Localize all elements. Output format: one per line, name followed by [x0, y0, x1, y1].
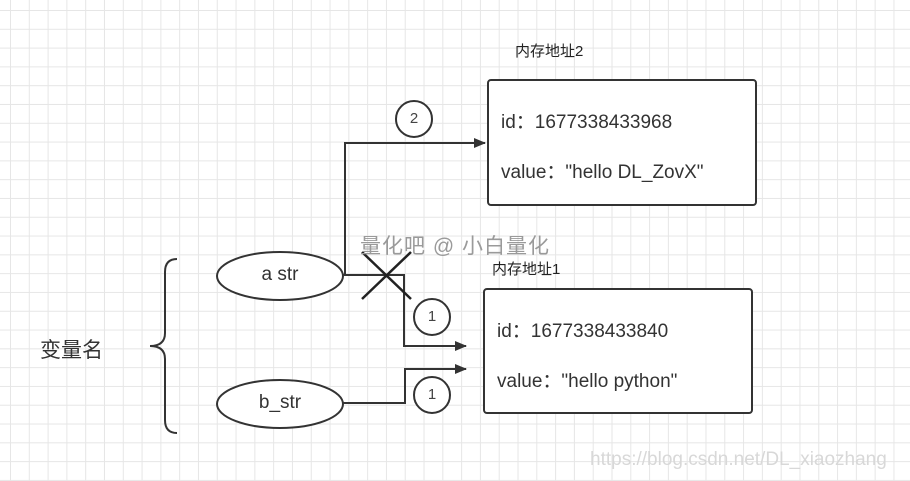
arrow-a-to-mem1	[343, 274, 467, 351]
memory-box-1[interactable]: id：1677338433840 value："hello python"	[483, 288, 753, 414]
brace-icon	[149, 258, 178, 434]
url-watermark: https://blog.csdn.net/DL_xiaozhang	[590, 449, 887, 470]
memory-value-1: value："hello python"	[497, 371, 678, 392]
step-circle-1a	[413, 298, 451, 336]
cross-icon	[361, 251, 412, 300]
watermark-text: 量化吧 @ 小白量化	[360, 235, 550, 258]
memory-value-2: value："hello DL_ZovX"	[501, 162, 704, 183]
variable-group-label: 变量名	[40, 339, 103, 362]
step-label-1b: 1	[427, 386, 437, 403]
memory-id-2: id：1677338433968	[501, 112, 673, 133]
memory-address-label-2: 内存地址2	[515, 43, 584, 60]
memory-id-1: id：1677338433840	[497, 321, 669, 342]
memory-box-2[interactable]: id：1677338433968 value："hello DL_ZovX"	[487, 79, 757, 206]
step-circle-1b	[413, 376, 451, 414]
arrow-b-to-mem1	[343, 364, 467, 404]
step-circle-2	[395, 100, 433, 138]
step-label-1a: 1	[427, 308, 437, 325]
memory-address-label-1: 内存地址1	[492, 261, 561, 278]
variable-name-b: b_str	[258, 392, 302, 413]
variable-name-a: a str	[261, 264, 299, 285]
step-label-2: 2	[409, 110, 419, 127]
